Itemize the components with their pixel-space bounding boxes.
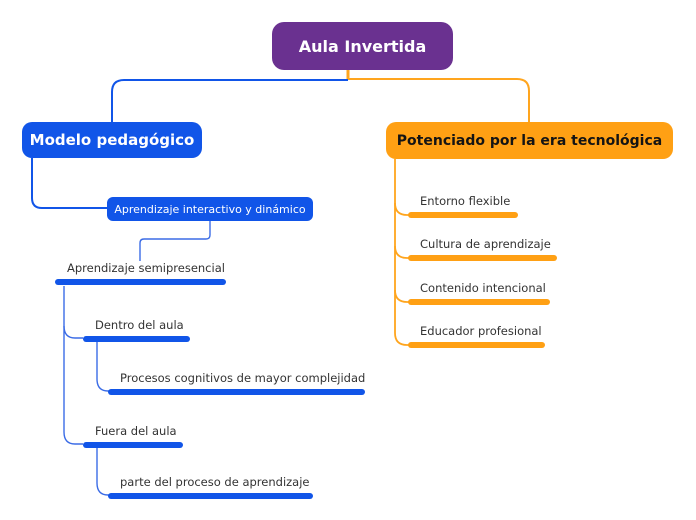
topic-underline (55, 279, 226, 285)
connector-branch-to-dentro (63, 325, 83, 339)
topic-underline (83, 442, 183, 448)
root-topic-label: Aula Invertida (298, 36, 427, 56)
topic-potenciado-era-tecnologica[interactable]: Potenciado por la era tecnológica (386, 122, 673, 159)
topic-label: Cultura de aprendizaje (420, 237, 551, 251)
topic-entorno-flexible[interactable]: Entorno flexible (408, 193, 518, 218)
topic-label: Educador profesional (420, 324, 542, 338)
connector-rail-semipresencial-to-fuera (63, 286, 83, 445)
topic-fuera-del-aula[interactable]: Fuera del aula (83, 423, 183, 448)
topic-label: Aprendizaje interactivo y dinámico (114, 202, 306, 216)
topic-label: Fuera del aula (95, 424, 177, 438)
topic-label: Potenciado por la era tecnológica (396, 132, 663, 149)
topic-modelo-pedagogico[interactable]: Modelo pedagógico (22, 122, 202, 158)
topic-contenido-intencional[interactable]: Contenido intencional (408, 280, 550, 305)
topic-label: Modelo pedagógico (29, 131, 195, 149)
topic-educador-profesional[interactable]: Educador profesional (408, 323, 545, 348)
topic-underline (408, 255, 557, 261)
topic-underline (408, 299, 550, 305)
connector-root-to-left-branch (111, 79, 348, 122)
topic-label: Dentro del aula (95, 318, 184, 332)
topic-underline (408, 212, 518, 218)
connector-aprendizaje-to-semipresencial (139, 221, 211, 261)
topic-cultura-de-aprendizaje[interactable]: Cultura de aprendizaje (408, 236, 557, 261)
connector-root-to-right-branch (348, 78, 530, 122)
topic-underline (408, 342, 545, 348)
topic-label: parte del proceso de aprendizaje (120, 475, 310, 489)
topic-label: Procesos cognitivos de mayor complejidad (120, 371, 366, 385)
topic-aprendizaje-semipresencial[interactable]: Aprendizaje semipresencial (55, 260, 226, 285)
connector-branch-to-entorno (394, 202, 409, 216)
topic-underline (83, 336, 190, 342)
connector-rail-right-to-educador (394, 159, 409, 346)
topic-underline (108, 493, 313, 499)
connector-modelo-to-aprendizaje (31, 158, 107, 209)
topic-dentro-del-aula[interactable]: Dentro del aula (83, 317, 190, 342)
root-topic-aula-invertida[interactable]: Aula Invertida (272, 22, 453, 70)
connector-branch-to-contenido (394, 289, 409, 303)
topic-underline (108, 389, 365, 395)
topic-procesos-cognitivos[interactable]: Procesos cognitivos de mayor complejidad (108, 370, 365, 395)
topic-label: Contenido intencional (420, 281, 546, 295)
connector-branch-to-cultura (394, 245, 409, 259)
topic-label: Entorno flexible (420, 194, 511, 208)
topic-aprendizaje-interactivo[interactable]: Aprendizaje interactivo y dinámico (107, 197, 313, 221)
topic-label: Aprendizaje semipresencial (67, 261, 225, 275)
topic-parte-del-proceso[interactable]: parte del proceso de aprendizaje (108, 474, 313, 499)
